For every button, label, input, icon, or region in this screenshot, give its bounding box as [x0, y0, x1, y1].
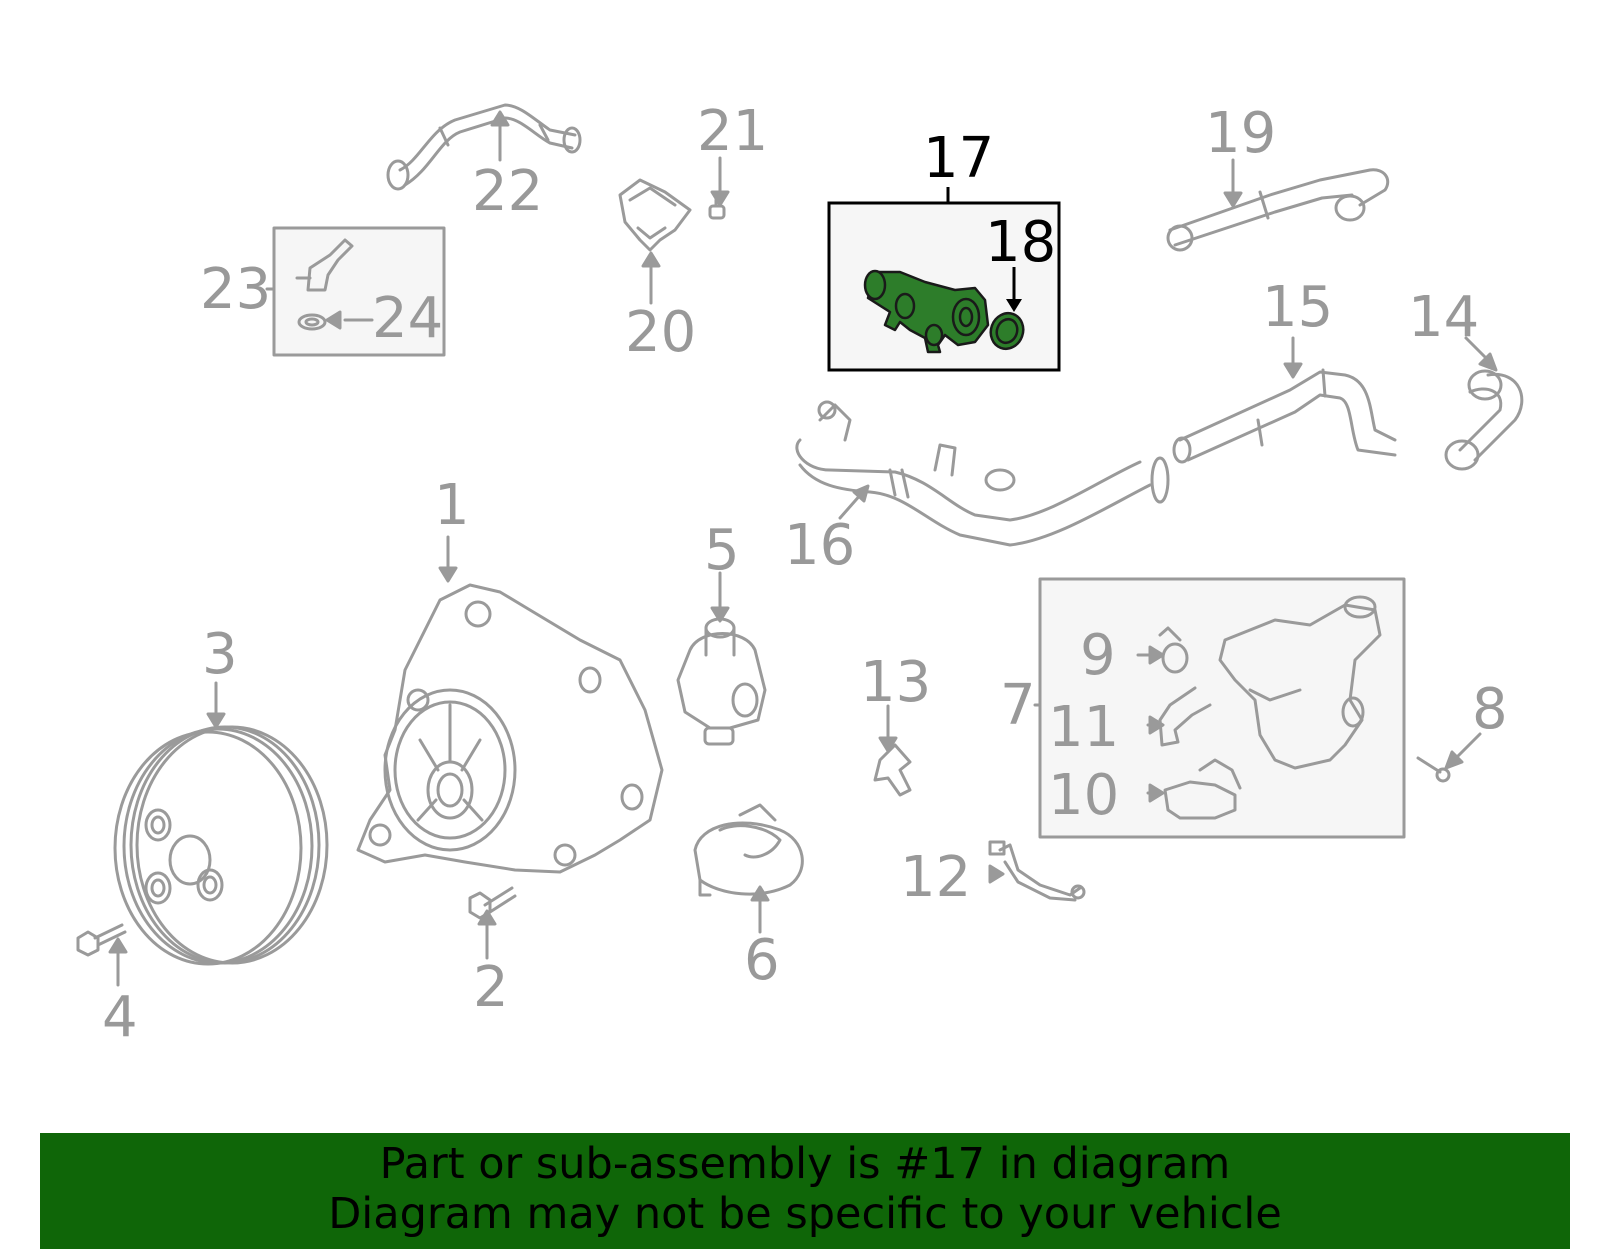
part-9-clamp — [1158, 626, 1189, 674]
group-box-23 — [272, 226, 446, 357]
part-17-thermostat-housing — [863, 269, 990, 354]
leader-arrows — [108, 110, 1498, 987]
part-14-hose — [1444, 369, 1524, 471]
part-5-pump — [676, 617, 767, 746]
part-2-bolt — [468, 886, 517, 920]
callout-14: 14 — [1408, 285, 1480, 350]
callout-16: 16 — [784, 513, 856, 578]
part-23-fitting — [295, 238, 354, 292]
callout-13: 13 — [860, 650, 932, 715]
part-13-clip — [873, 743, 912, 797]
callout-7: 7 — [1000, 673, 1036, 738]
callout-15: 15 — [1262, 275, 1334, 340]
callout-11: 11 — [1048, 695, 1120, 760]
part-24-oring — [297, 313, 327, 331]
callout-10: 10 — [1048, 763, 1120, 828]
part-11-clip — [1158, 686, 1212, 747]
callout-23: 23 — [200, 257, 272, 322]
banner-line-2: Diagram may not be specific to your vehi… — [328, 1189, 1282, 1239]
callout-1: 1 — [434, 473, 470, 538]
part-6-shield — [693, 803, 804, 897]
part-8-bolt — [1416, 756, 1451, 783]
part-15-hose — [1172, 368, 1397, 464]
part-10-sensor — [1163, 758, 1242, 820]
part-18-oring — [989, 311, 1025, 351]
callout-5: 5 — [704, 518, 740, 583]
part-16-tube — [795, 400, 1170, 547]
banner-line-1: Part or sub-assembly is #17 in diagram — [379, 1139, 1231, 1189]
callout-17: 17 — [923, 126, 995, 191]
callout-8: 8 — [1472, 677, 1508, 742]
callout-21: 21 — [697, 99, 769, 164]
part-20-bracket — [618, 178, 692, 252]
info-banner: Part or sub-assembly is #17 in diagram D… — [40, 1133, 1570, 1249]
callout-12: 12 — [900, 845, 972, 910]
part-22-hose — [386, 103, 582, 191]
callout-2: 2 — [473, 955, 509, 1020]
part-3-pulley — [113, 725, 329, 966]
part-1-pump-housing — [356, 583, 664, 874]
callout-20: 20 — [625, 300, 697, 365]
callout-4: 4 — [102, 985, 138, 1050]
callout-19: 19 — [1205, 101, 1277, 166]
part-7-housing — [1218, 595, 1382, 770]
callout-9: 9 — [1080, 623, 1116, 688]
part-12-bracket — [988, 840, 1086, 902]
callout-3: 3 — [202, 622, 238, 687]
callout-22: 22 — [472, 159, 544, 224]
part-4-bolt — [76, 923, 127, 957]
part-19-hose — [1166, 168, 1390, 252]
callout-6: 6 — [744, 928, 780, 993]
callout-18: 18 — [985, 210, 1057, 275]
callout-24: 24 — [372, 286, 444, 351]
